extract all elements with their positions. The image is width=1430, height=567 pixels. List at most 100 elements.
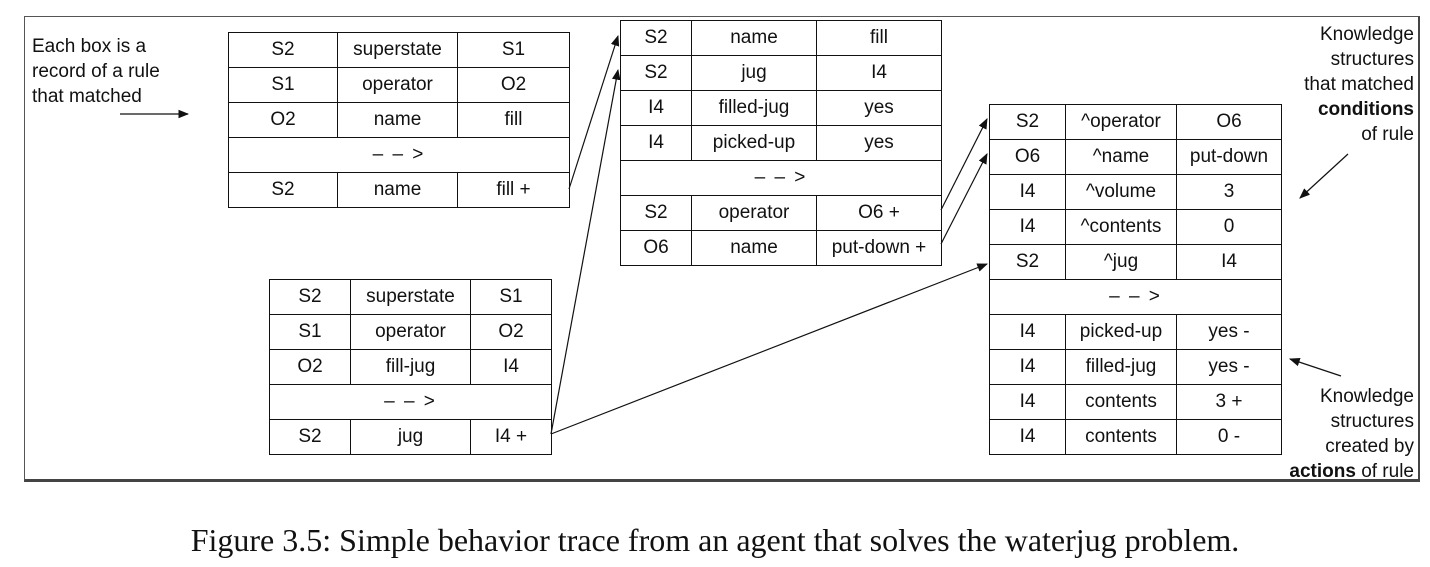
annotation-rule-record: Each box is a record of a rule that matc… [32, 34, 160, 109]
annotation-actions: Knowledge structures created by actions … [1240, 384, 1414, 484]
identifier-cell: S2 [620, 20, 692, 56]
attribute-cell: operator [337, 67, 458, 103]
annotation-line: Each box is a [32, 36, 147, 57]
attribute-cell: ^contents [1065, 209, 1177, 245]
attribute-cell: ^name [1065, 139, 1177, 175]
attribute-cell: operator [691, 195, 817, 231]
attribute-cell: jug [691, 55, 817, 91]
attribute-cell: ^jug [1065, 244, 1177, 280]
annotation-line: that matched [1304, 74, 1414, 95]
value-cell: 0 - [1176, 419, 1282, 455]
separator-row: – – > [620, 160, 942, 196]
annotation-bold-word: conditions [1317, 99, 1414, 120]
identifier-cell: S2 [989, 104, 1066, 140]
annotation-line: structures [1330, 49, 1414, 70]
annotation-line: of rule [1361, 124, 1414, 145]
value-cell: yes [816, 90, 942, 126]
attribute-cell: picked-up [1065, 314, 1177, 350]
annotation-conditions: Knowledge structures that matched condit… [1240, 22, 1414, 147]
value-cell: I4 [1176, 244, 1282, 280]
identifier-cell: I4 [620, 90, 692, 126]
attribute-cell: ^operator [1065, 104, 1177, 140]
annotation-arrow [1288, 357, 1342, 377]
attribute-cell: name [337, 172, 458, 208]
rule-link-arrow [550, 263, 989, 435]
rule-link-arrow [550, 68, 621, 435]
rule-separator-arrow: – – > [989, 279, 1282, 315]
attribute-cell: jug [350, 419, 471, 455]
identifier-cell: O6 [989, 139, 1066, 175]
value-cell: S1 [470, 279, 552, 315]
attribute-cell: superstate [337, 32, 458, 68]
rule-link-arrow [568, 34, 620, 190]
identifier-cell: S2 [228, 172, 338, 208]
identifier-cell: S2 [989, 244, 1066, 280]
value-cell: 3 + [1176, 384, 1282, 420]
annotation-line: that matched [32, 86, 142, 107]
annotation-bold-word: actions [1289, 461, 1356, 482]
attribute-cell: picked-up [691, 125, 817, 161]
value-cell: S1 [457, 32, 570, 68]
annotation-line: of rule [1361, 461, 1414, 482]
rule-link-arrow [940, 118, 988, 211]
value-cell: yes - [1176, 314, 1282, 350]
value-cell: fill + [457, 172, 570, 208]
attribute-cell: contents [1065, 419, 1177, 455]
value-cell: I4 + [470, 419, 552, 455]
attribute-cell: ^volume [1065, 174, 1177, 210]
identifier-cell: I4 [989, 384, 1066, 420]
rule-separator-arrow: – – > [269, 384, 552, 420]
value-cell: fill [457, 102, 570, 138]
annotation-line: structures [1330, 411, 1414, 432]
identifier-cell: S2 [269, 419, 351, 455]
identifier-cell: S1 [269, 314, 351, 350]
identifier-cell: I4 [989, 314, 1066, 350]
identifier-cell: O2 [228, 102, 338, 138]
value-cell: I4 [470, 349, 552, 385]
attribute-cell: name [691, 230, 817, 266]
attribute-cell: filled-jug [691, 90, 817, 126]
value-cell: put-down + [816, 230, 942, 266]
annotation-line: Knowledge [1319, 24, 1414, 45]
annotation-line: created by [1325, 436, 1414, 457]
annotation-line: Knowledge [1319, 386, 1414, 407]
identifier-cell: S2 [620, 55, 692, 91]
identifier-cell: O2 [269, 349, 351, 385]
value-cell: yes [816, 125, 942, 161]
separator-row: – – > [269, 384, 552, 420]
annotation-arrow [1299, 153, 1349, 199]
rule-separator-arrow: – – > [620, 160, 942, 196]
identifier-cell: S2 [228, 32, 338, 68]
attribute-cell: filled-jug [1065, 349, 1177, 385]
value-cell: O6 [1176, 104, 1282, 140]
value-cell: 3 [1176, 174, 1282, 210]
value-cell: fill [816, 20, 942, 56]
figure-caption: Figure 3.5: Simple behavior trace from a… [190, 522, 1240, 558]
separator-row: – – > [989, 279, 1282, 315]
identifier-cell: I4 [989, 349, 1066, 385]
attribute-cell: name [337, 102, 458, 138]
